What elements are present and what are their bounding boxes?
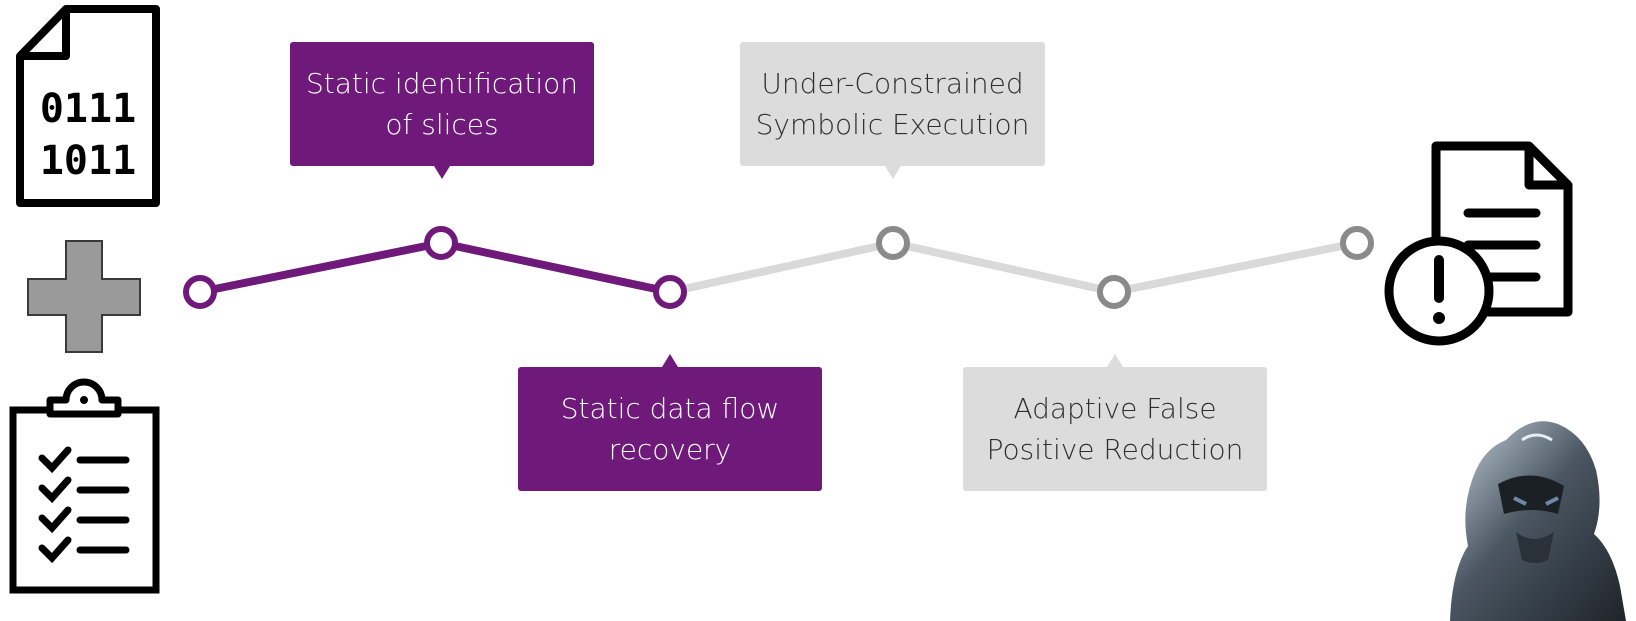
timeline-node-start: [183, 275, 217, 309]
checklist-icon: [9, 378, 160, 594]
timeline-node-dataflow: [653, 275, 687, 309]
stage-label-slices: Static identification of slices: [305, 67, 579, 141]
stage-callout-slices: Static identification of slices: [290, 42, 594, 179]
plus-icon: [27, 240, 141, 353]
timeline-node-end: [1340, 226, 1374, 260]
report-alert-icon: [1384, 141, 1573, 346]
timeline-node-afpr: [1097, 275, 1131, 309]
timeline-node-ucse: [876, 226, 910, 260]
stage-label-ucse: Under-Constrained Symbolic Execution: [755, 67, 1030, 141]
stage-callout-dataflow: Static data flow recovery: [518, 354, 822, 491]
stage-label-dataflow: Static data flow recovery: [560, 392, 780, 466]
stage-label-afpr: Adaptive False Positive Reduction: [986, 392, 1244, 466]
timeline-segment-5: [1113, 239, 1358, 296]
timeline-segment-3: [669, 239, 894, 296]
binary-digits-line2: 1011: [40, 138, 136, 184]
timeline-segment-2: [440, 239, 671, 296]
robot-character-icon: [1450, 421, 1626, 621]
binary-digits-line1: 0111: [40, 86, 136, 132]
timeline-segment-1: [199, 239, 442, 296]
binary-file-icon: 0111 1011: [16, 5, 160, 207]
timeline-node-slices: [424, 226, 458, 260]
stage-callout-afpr: Adaptive False Positive Reduction: [963, 354, 1267, 491]
timeline-segment-4: [892, 239, 1115, 296]
stage-callout-ucse: Under-Constrained Symbolic Execution: [740, 42, 1045, 179]
